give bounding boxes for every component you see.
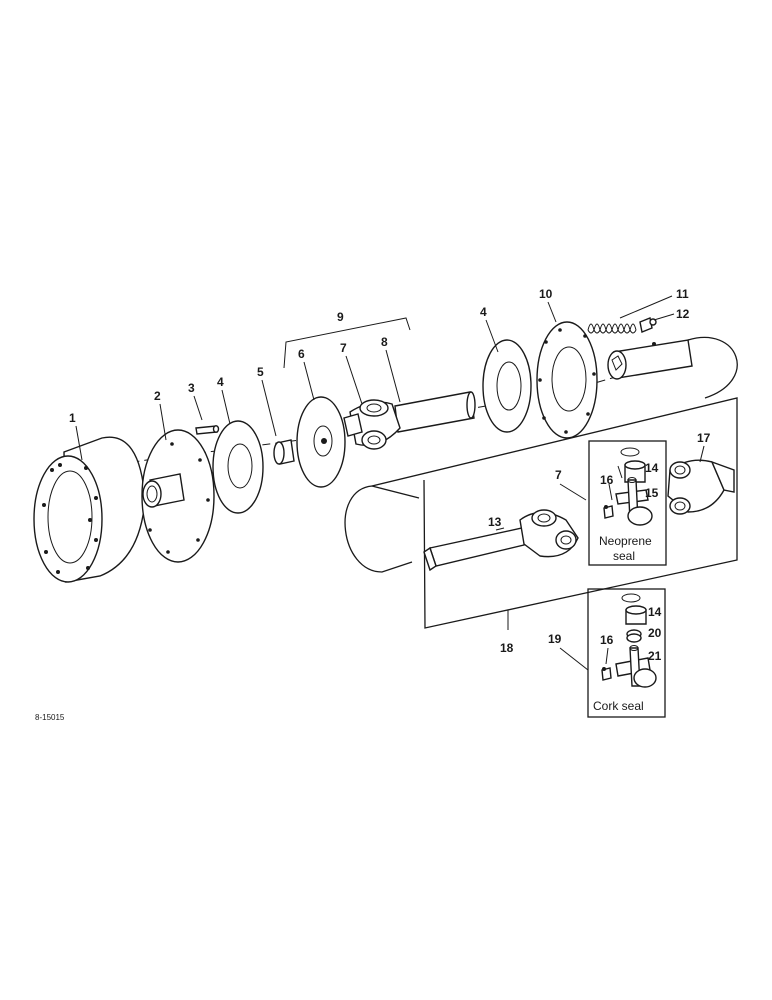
part-19-cross-journal: [615, 645, 657, 688]
callout-16-top: 16: [600, 473, 614, 487]
callout-19: 19: [548, 632, 562, 646]
part-4-washer-left: [212, 420, 264, 514]
part-8-drive-shaft: [394, 391, 476, 433]
part-20-bearing-cup: [625, 605, 647, 625]
part-16-lube-fitting-top: [603, 505, 614, 519]
callout-14-top: 14: [645, 461, 659, 475]
part-18-box-outline: [371, 397, 738, 629]
cork-seal-box: [587, 588, 666, 718]
callout-14-bottom: 14: [648, 605, 662, 619]
callout-21: 21: [648, 649, 662, 663]
reference-code: 8-15015: [35, 713, 65, 722]
part-3-pin: [195, 425, 220, 435]
part-6-shield-disc: [296, 396, 346, 488]
callout-labels: 1 2 3 4 5 6 7 8 9 4 10 11 12 7 13 14 15 …: [69, 287, 711, 663]
leader-lines: [75, 295, 705, 671]
part-1-housing: [33, 436, 146, 583]
part-17-yoke: [667, 459, 735, 515]
callout-13: 13: [488, 515, 502, 529]
callout-7-box: 7: [555, 468, 562, 482]
callout-9: 9: [337, 310, 344, 324]
part-11-spring: [587, 323, 637, 334]
callout-16-bottom: 16: [600, 633, 614, 647]
part-5-bushing: [273, 439, 295, 465]
callout-8: 8: [381, 335, 388, 349]
part-14-snap-ring-top: [620, 447, 640, 457]
callout-18: 18: [500, 641, 514, 655]
part-14-snap-ring-bottom: [621, 593, 641, 603]
callout-20: 20: [648, 626, 662, 640]
callout-7-top: 7: [340, 341, 347, 355]
assembly-outline-loop: [344, 336, 738, 573]
callout-10: 10: [539, 287, 553, 301]
callout-4-left: 4: [217, 375, 224, 389]
callout-2: 2: [154, 389, 161, 403]
neoprene-seal-caption-line2: seal: [613, 549, 635, 563]
cork-seal-caption: Cork seal: [593, 699, 644, 713]
callout-4-right: 4: [480, 305, 487, 319]
callout-6: 6: [298, 347, 305, 361]
part-2-flange-hub: [141, 429, 215, 563]
part-21-cork-seal-ring: [626, 629, 642, 643]
part-10-flange-plate: [536, 321, 598, 439]
tube-end: [607, 339, 693, 380]
neoprene-seal-caption-line1: Neoprene: [599, 534, 652, 548]
callout-12: 12: [676, 307, 690, 321]
part-16-lube-fitting-bottom: [601, 667, 612, 681]
callout-5: 5: [257, 365, 264, 379]
callout-17: 17: [697, 431, 711, 445]
part-7-universal-joint: [343, 399, 401, 450]
neoprene-seal-box: [588, 440, 667, 566]
callout-3: 3: [188, 381, 195, 395]
callout-11: 11: [676, 287, 689, 301]
part-12-grease-fitting: [639, 317, 657, 333]
callout-1: 1: [69, 411, 76, 425]
part-13-tube-yoke: [423, 509, 579, 572]
callout-15: 15: [645, 486, 659, 500]
part-4-washer-right: [482, 339, 532, 433]
part-7-cross-journal: [615, 477, 653, 526]
